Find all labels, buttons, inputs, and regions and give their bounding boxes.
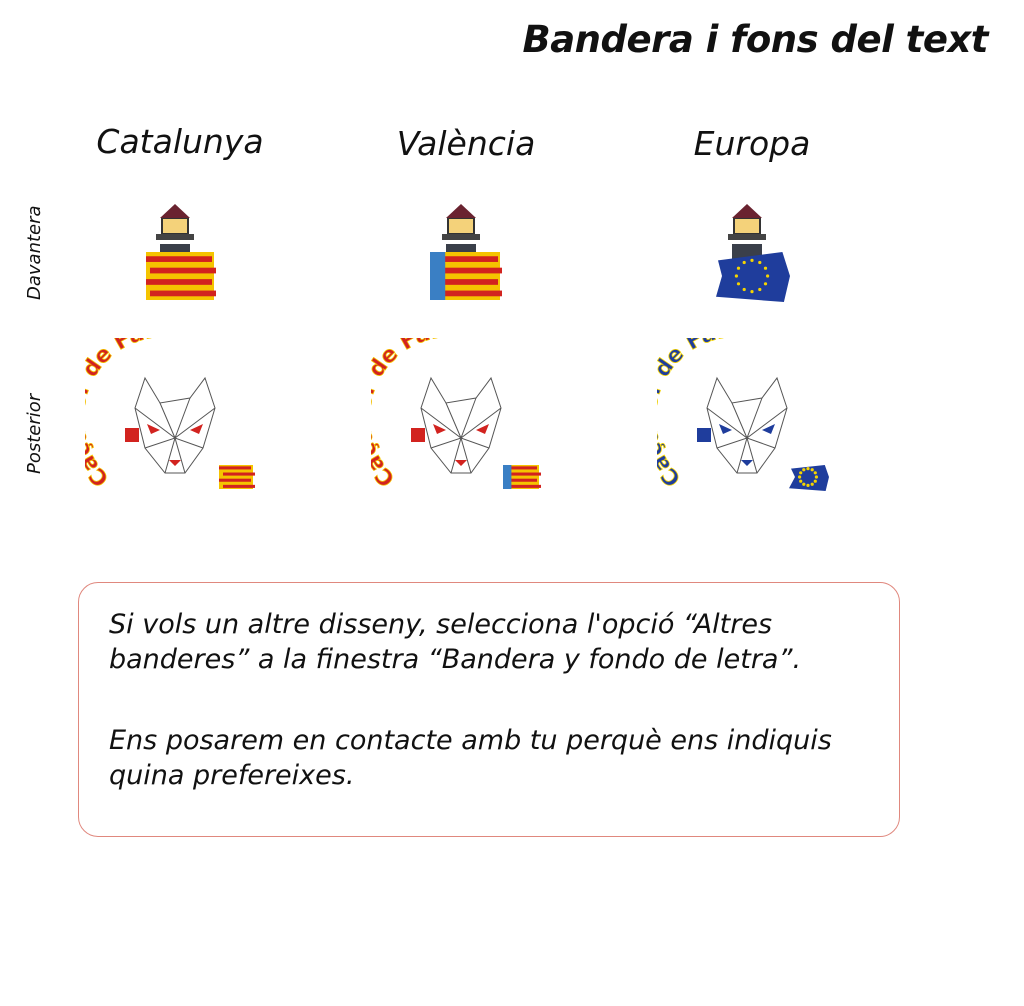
lighthouse-icon xyxy=(716,204,790,302)
hunter-logo: Caçador de Fars xyxy=(64,317,255,491)
lighthouse-icon xyxy=(146,204,216,300)
back-design-catalonia: Caçador de Fars xyxy=(64,317,275,502)
front-design-europe xyxy=(712,196,792,312)
back-design-europe: Caçador de Fars xyxy=(636,317,847,502)
row-label-front: Davantera xyxy=(24,205,45,300)
svg-text:Caçador de Fars: Caçador de Fars xyxy=(371,338,455,491)
front-design-valencia xyxy=(426,196,506,312)
column-label-catalunya: Catalunya xyxy=(96,122,264,161)
back-design-valencia: Caçador de Fars xyxy=(350,317,561,502)
lighthouse-icon xyxy=(430,204,502,300)
hunter-logo: Caçador de Fars xyxy=(636,317,829,491)
info-paragraph-2: Ens posarem en contacte amb tu perquè en… xyxy=(109,725,832,791)
info-paragraph-1: Si vols un altre disseny, selecciona l'o… xyxy=(109,609,802,675)
column-label-valencia: València xyxy=(396,124,536,163)
info-box: Si vols un altre disseny, selecciona l'o… xyxy=(78,582,900,837)
svg-text:Caçador de Fars: Caçador de Fars xyxy=(657,338,741,491)
page-title: Bandera i fons del text xyxy=(522,18,989,61)
column-label-europa: Europa xyxy=(693,124,811,163)
front-design-catalonia xyxy=(140,196,220,312)
svg-text:Caçador de Fars: Caçador de Fars xyxy=(85,338,169,491)
row-label-back: Posterior xyxy=(24,393,45,474)
hunter-logo: Caçador de Fars xyxy=(350,317,541,491)
